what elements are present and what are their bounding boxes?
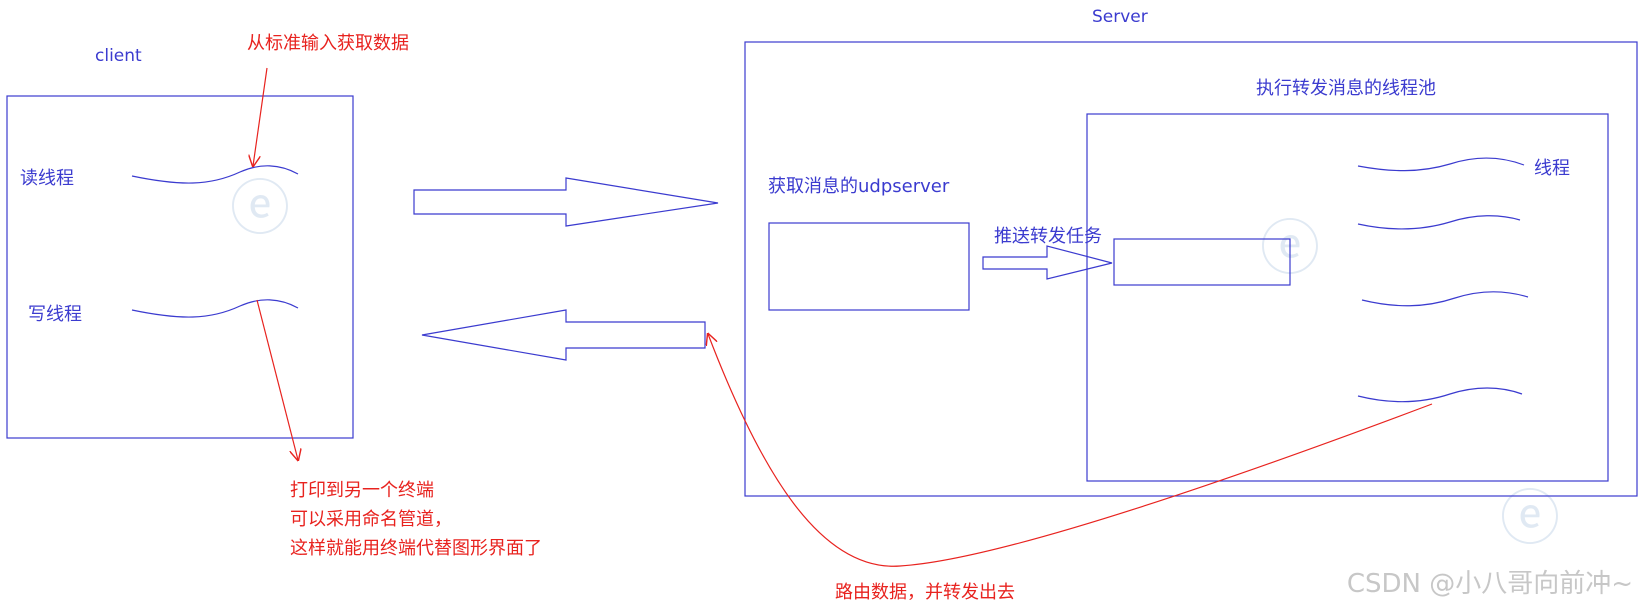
terminal-note-line: 打印到另一个终端: [290, 480, 434, 501]
watermark-logo: ⓔ: [230, 174, 290, 244]
terminal-note-line: 这样就能用终端代替图形界面了: [290, 538, 542, 559]
thread-pool-box: [1086, 113, 1609, 482]
push-task-label: 推送转发任务: [994, 226, 1102, 247]
udpserver-box: [768, 222, 970, 311]
server-box: [744, 41, 1638, 497]
write-thread-squiggle: [131, 299, 299, 318]
pool-thread-squiggle: [1361, 291, 1529, 307]
pool-thread-squiggle: [1357, 157, 1525, 172]
write-thread-label: 写线程: [28, 304, 82, 325]
pool-thread-squiggle: [1357, 215, 1521, 230]
client-box: [6, 95, 354, 439]
receive-arrow: [421, 309, 706, 361]
thread-pool-label: 执行转发消息的线程池: [1256, 78, 1436, 99]
stdin-note: 从标准输入获取数据: [247, 33, 409, 54]
route-note: 路由数据，并转发出去: [835, 582, 1015, 603]
push-task-arrow: [982, 245, 1113, 280]
read-thread-squiggle: [131, 165, 299, 184]
thread-label: 线程: [1534, 158, 1570, 179]
terminal-note-line: 可以采用命名管道，: [290, 509, 452, 530]
task-queue-box: [1113, 238, 1291, 286]
terminal-arrow: [256, 299, 298, 460]
pool-thread-squiggle: [1357, 387, 1523, 403]
client-label: client: [95, 46, 142, 66]
send-arrow: [413, 177, 719, 227]
csdn-watermark: CSDN @小八哥向前冲~: [1346, 569, 1633, 599]
read-thread-label: 读线程: [20, 168, 74, 189]
route-curve: [708, 334, 1433, 567]
server-label: Server: [1092, 7, 1148, 27]
terminal-note: 打印到另一个终端 可以采用命名管道， 这样就能用终端代替图形界面了: [290, 476, 542, 563]
udpserver-label: 获取消息的udpserver: [768, 176, 950, 197]
stdin-arrow: [253, 67, 268, 166]
